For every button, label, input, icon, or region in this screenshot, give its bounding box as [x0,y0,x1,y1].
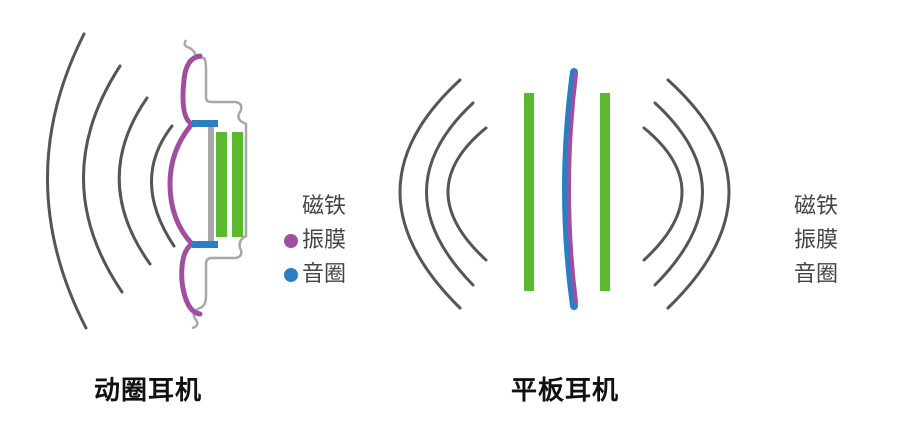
diaphragm-dynamic [167,53,203,317]
planar-driver-diagram [398,68,731,310]
planar-legend: 磁铁 振膜 音圈 [794,190,838,292]
voice-coil-top [192,120,218,127]
legend-label: 磁铁 [302,194,347,219]
dynamic-sound-waves [46,32,176,330]
magnet-dynamic-1 [216,132,227,237]
legend-item-voice-coil: 音圈 [794,258,838,292]
magnet-planar-left [524,93,534,291]
legend-label: 振膜 [794,228,839,253]
legend-label: 振膜 [302,228,347,253]
legend-label: 音圈 [302,262,347,287]
dynamic-driver-diagram [46,32,248,330]
planar-sound-waves-right [642,78,731,310]
legend-item-voice-coil: 音圈 [284,258,346,292]
legend-label: 磁铁 [794,194,839,219]
voice-coil-planar [562,68,578,310]
legend-item-magnet: 磁铁 [794,190,838,224]
legend-label: 音圈 [794,262,839,287]
pole-plate [208,127,214,241]
planar-headphone-title: 平板耳机 [511,376,620,406]
diaphragm-planar [567,72,578,304]
dynamic-legend: 磁铁 振膜 音圈 [284,190,346,292]
blue-dot-icon [284,268,298,282]
planar-sound-waves-left [398,78,488,310]
housing-outline [183,39,248,330]
legend-item-diaphragm: 振膜 [284,224,346,258]
legend-item-magnet: 磁铁 [284,190,346,224]
voice-coil-bottom [192,241,218,248]
dynamic-headphone-title: 动圈耳机 [94,376,203,406]
legend-item-diaphragm: 振膜 [794,224,838,258]
purple-dot-icon [284,234,298,248]
magnet-planar-right [600,93,610,291]
magnet-dynamic-2 [232,132,243,237]
